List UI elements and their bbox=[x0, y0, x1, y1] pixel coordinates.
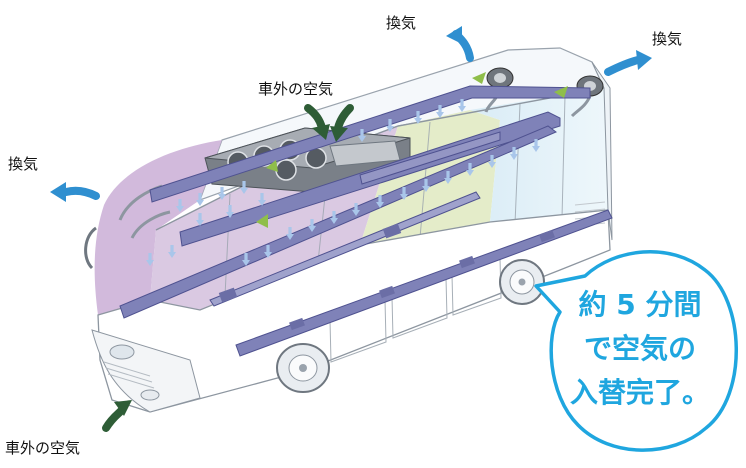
callout-line-1: 約 5 分間 bbox=[578, 288, 702, 321]
exhaust-arrow-left bbox=[50, 182, 100, 202]
ventilation-label-left: 換気 bbox=[8, 155, 39, 173]
wheel-rear bbox=[499, 259, 545, 305]
upper-air-duct bbox=[149, 85, 591, 247]
callout-line-2: で空気の bbox=[583, 332, 696, 365]
roof-exhaust-fan-left bbox=[486, 67, 514, 89]
lower-floor-duct bbox=[218, 209, 613, 357]
exhaust-arrow-right bbox=[604, 50, 652, 76]
callout-bubble bbox=[534, 250, 738, 452]
ventilation-label-top: 換気 bbox=[386, 14, 417, 32]
callout-text: 約 5 分間 で空気の 入替完了。 bbox=[548, 283, 732, 415]
intake-arrow-roof-left bbox=[304, 104, 330, 140]
intake-arrow-bottom bbox=[102, 400, 132, 432]
intake-arrow-roof-right bbox=[330, 104, 354, 142]
callout-line-3: 入替完了。 bbox=[569, 376, 710, 409]
outside-air-label-bottom: 車外の空気 bbox=[5, 439, 81, 457]
wheel-front bbox=[276, 343, 330, 393]
outside-air-label-top: 車外の空気 bbox=[258, 80, 334, 98]
exhaust-arrow-top bbox=[446, 26, 474, 62]
bus-body bbox=[84, 47, 613, 413]
ventilation-label-right: 換気 bbox=[652, 30, 683, 48]
internal-flow-arrows bbox=[256, 72, 568, 228]
